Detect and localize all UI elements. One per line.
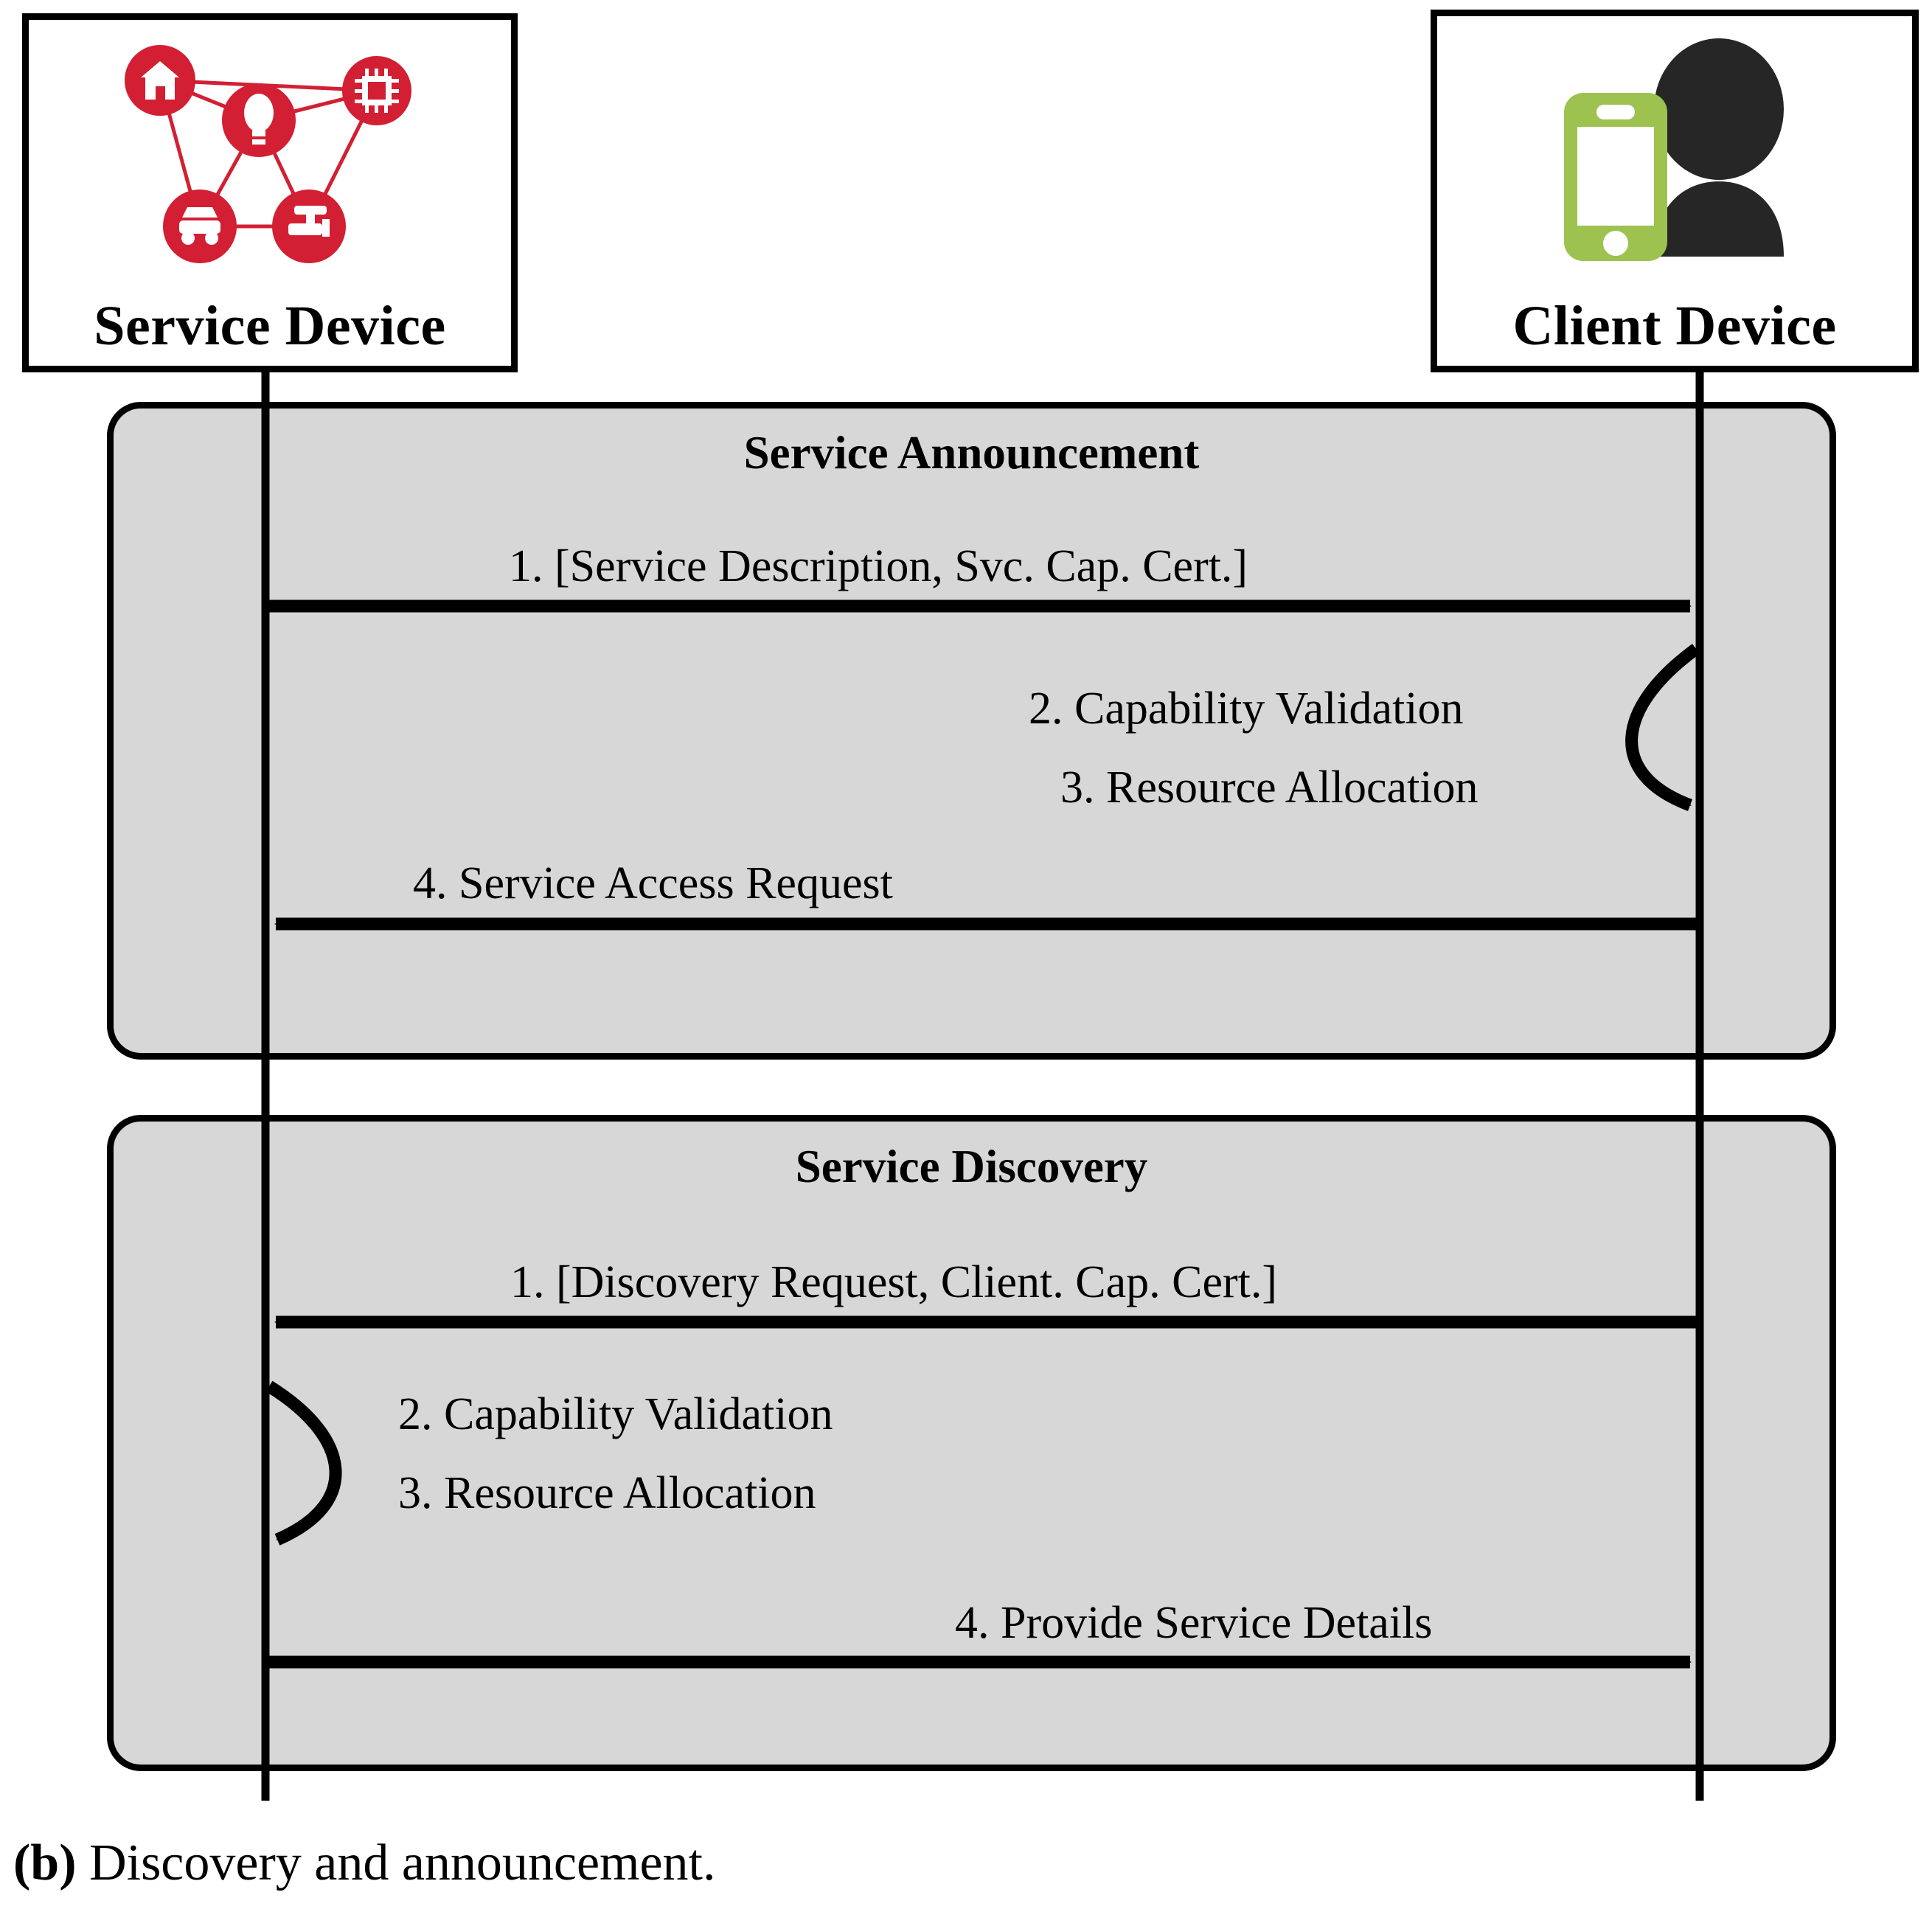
self-loop-discovery-service-overlay — [265, 1380, 342, 1546]
fragment-service-announcement — [107, 402, 1836, 1060]
message-label-announce-2: 2. Capability Validation — [1029, 684, 1464, 734]
message-label-announce-3: 3. Resource Allocation — [1060, 762, 1478, 813]
service-device-label: Service Device — [94, 295, 446, 357]
iot-network-icon — [29, 20, 511, 298]
user-icon — [1654, 38, 1784, 180]
fragment-title-service-discovery: Service Discovery — [795, 1141, 1148, 1192]
participant-service-device[interactable]: Service Device — [22, 13, 518, 372]
message-label-announce-1: 1. [Service Description, Svc. Cap. Cert.… — [509, 541, 1248, 591]
figure-caption: (b) Discovery and announcement. — [13, 1834, 716, 1893]
participant-client-device[interactable]: Client Device — [1431, 10, 1919, 372]
message-label-discovery-2: 2. Capability Validation — [398, 1389, 833, 1439]
client-device-label: Client Device — [1512, 295, 1837, 357]
message-label-discovery-4: 4. Provide Service Details — [955, 1598, 1433, 1648]
message-label-discovery-1: 1. [Discovery Request, Client. Cap. Cert… — [510, 1257, 1278, 1307]
caption-marker: (b) — [13, 1835, 77, 1891]
message-label-announce-4: 4. Service Access Request — [413, 858, 893, 908]
fragment-title-service-announcement: Service Announcement — [743, 427, 1200, 479]
self-loop-announce-client-overlay — [1625, 644, 1700, 811]
message-label-discovery-3: 3. Resource Allocation — [398, 1468, 816, 1518]
user-smartphone-icon — [1437, 16, 1912, 298]
caption-text: Discovery and announcement. — [76, 1835, 716, 1891]
